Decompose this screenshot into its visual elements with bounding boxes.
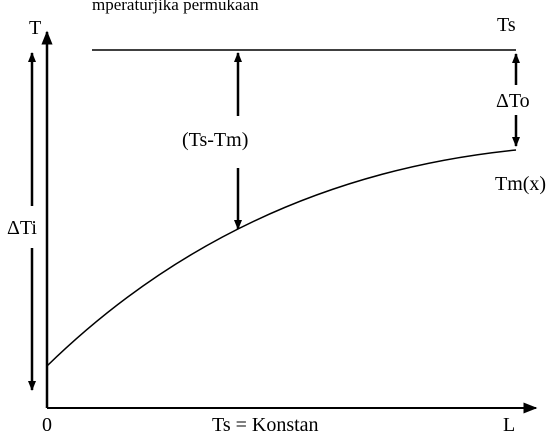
header-partial-text: mperaturjika permukaan <box>92 0 259 14</box>
delta-ti-label: ΔTi <box>7 217 37 239</box>
ts-label: Ts <box>497 14 516 36</box>
ts-constant-caption: Ts = Konstan <box>212 414 319 434</box>
y-axis-label: T <box>29 17 41 39</box>
tm-curve <box>46 149 517 367</box>
ts-minus-tm-label: (Ts-Tm) <box>182 129 248 151</box>
origin-label: 0 <box>42 414 52 434</box>
x-axis-label: L <box>503 414 515 434</box>
tm-x-label: Tm(x) <box>495 173 546 195</box>
delta-to-label: ΔTo <box>496 90 530 112</box>
